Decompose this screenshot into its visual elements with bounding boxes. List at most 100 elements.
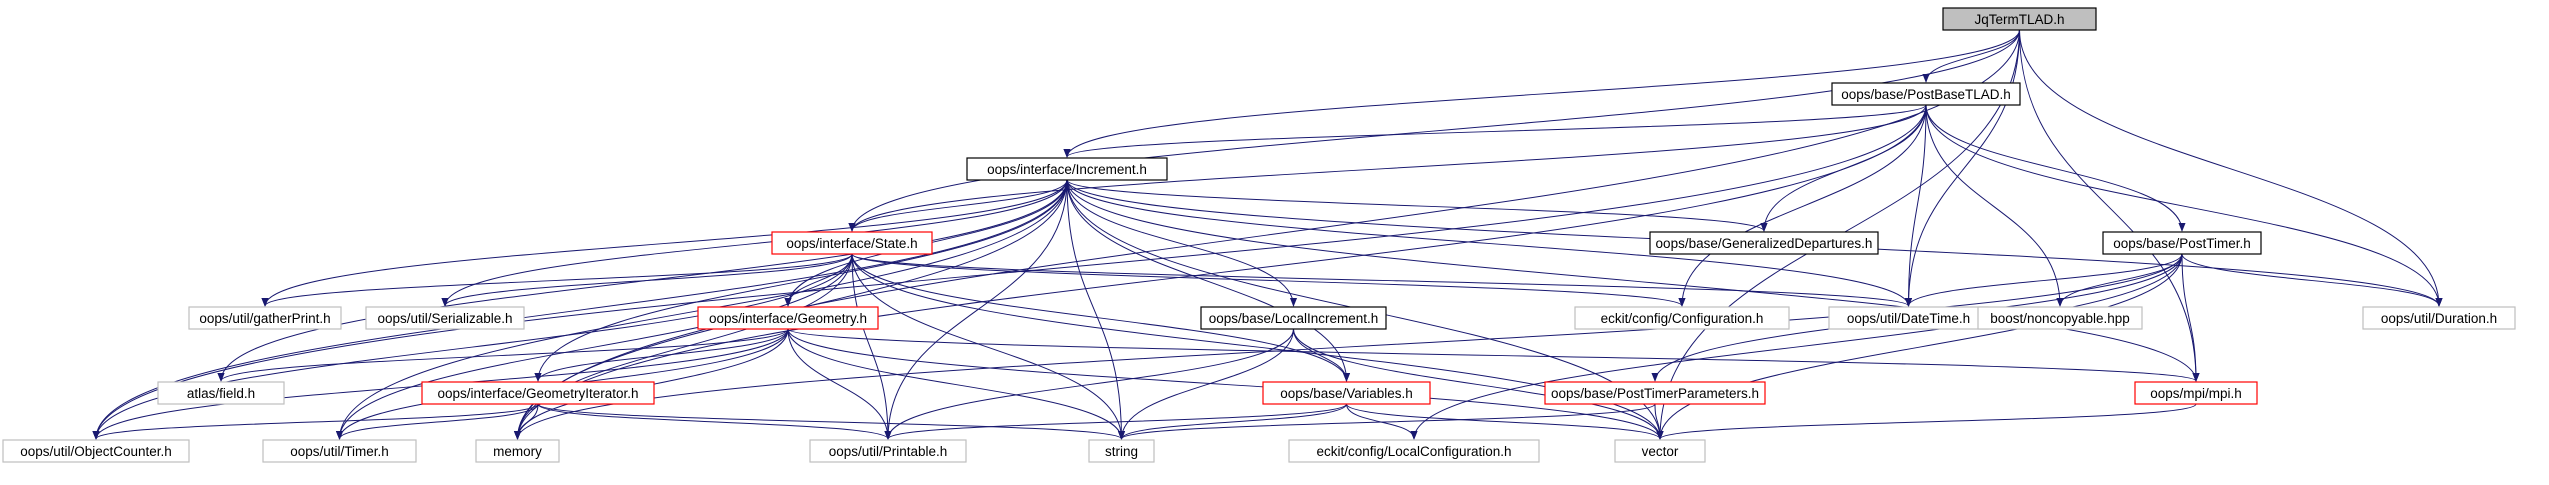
node-string[interactable]: string <box>1088 439 1155 463</box>
node-ptparams[interactable]: oops/base/PostTimerParameters.h <box>1544 381 1766 405</box>
node-geoiter[interactable]: oops/interface/GeometryIterator.h <box>421 381 655 405</box>
node-label: oops/mpi/mpi.h <box>2150 386 2242 401</box>
node-box <box>188 306 342 330</box>
edge-postbase-to-posttimer <box>1925 104 2186 232</box>
node-localinc[interactable]: oops/base/LocalIncrement.h <box>1200 306 1387 330</box>
node-root: JqTermTLAD.h <box>1942 7 2097 31</box>
node-box <box>475 439 560 463</box>
node-printable[interactable]: oops/util/Printable.h <box>809 439 967 463</box>
edge-ptparams-to-string <box>1118 403 1656 440</box>
edge-posttimer-to-mpi <box>2181 253 2200 382</box>
node-label: oops/base/LocalIncrement.h <box>1209 311 1379 326</box>
node-postbase[interactable]: oops/base/PostBaseTLAD.h <box>1831 82 2021 106</box>
edge-root-to-postbase <box>1922 29 2020 83</box>
edge-increment-to-printable <box>884 179 1068 440</box>
node-label: string <box>1105 444 1138 459</box>
node-increment[interactable]: oops/interface/Increment.h <box>966 157 1168 181</box>
edge-increment-to-mpi <box>1066 179 2200 382</box>
node-box <box>771 231 933 255</box>
node-box <box>157 381 285 405</box>
node-label: oops/interface/Increment.h <box>987 162 1147 177</box>
edge-postbase-to-configuration <box>1678 104 1927 307</box>
edge-postbase-to-duration <box>1925 104 2443 307</box>
node-box <box>1977 306 2143 330</box>
edge-posttimer-to-datetime <box>1904 253 2183 307</box>
node-box <box>966 157 1168 181</box>
node-box <box>1614 439 1706 463</box>
edge-geometry-to-string <box>787 328 1126 440</box>
node-timer[interactable]: oops/util/Timer.h <box>262 439 417 463</box>
node-box <box>2102 231 2262 255</box>
node-label: oops/util/Printable.h <box>829 444 948 459</box>
edge-geoiter-to-printable <box>537 403 892 440</box>
node-vector[interactable]: vector <box>1614 439 1706 463</box>
node-mpi[interactable]: oops/mpi/mpi.h <box>2134 381 2258 405</box>
node-datetime[interactable]: oops/util/DateTime.h <box>1828 306 1989 330</box>
node-label: oops/base/Variables.h <box>1280 386 1413 401</box>
edge-posttimer-to-vector <box>1656 253 2183 440</box>
edge-state-to-serializable <box>441 253 853 307</box>
node-box <box>2362 306 2516 330</box>
node-box <box>809 439 967 463</box>
edge-localinc-to-vector <box>1293 328 1664 440</box>
node-configuration[interactable]: eckit/config/Configuration.h <box>1574 306 1790 330</box>
edge-root-to-datetime <box>1904 29 2020 307</box>
edge-increment-to-geoiter <box>534 179 1068 382</box>
edge-geoiter-to-string <box>537 403 1125 440</box>
edge-increment-to-gendep <box>1066 179 1768 232</box>
edge-state-to-vector <box>851 253 1664 440</box>
node-box <box>421 381 655 405</box>
node-box <box>262 439 417 463</box>
node-label: atlas/field.h <box>187 386 255 401</box>
edge-root-to-duration <box>2019 29 2443 307</box>
edge-variables-to-string <box>1117 403 1347 440</box>
edge-state-to-memory <box>513 253 853 440</box>
node-label: oops/base/PostBaseTLAD.h <box>1841 87 2011 102</box>
node-label: eckit/config/LocalConfiguration.h <box>1316 444 1511 459</box>
node-atlasfield[interactable]: atlas/field.h <box>157 381 285 405</box>
node-label: oops/interface/GeometryIterator.h <box>437 386 638 401</box>
edge-localinc-to-string <box>1117 328 1294 440</box>
edge-state-to-variables <box>851 253 1351 382</box>
edge-root-to-mpi <box>2019 29 2200 382</box>
edge-increment-to-datetime <box>1066 179 1912 307</box>
node-gatherprint[interactable]: oops/util/gatherPrint.h <box>188 306 342 330</box>
node-label: oops/interface/State.h <box>786 236 917 251</box>
node-label: memory <box>493 444 542 459</box>
edge-geoiter-to-timer <box>335 403 539 440</box>
edge-variables-to-printable <box>884 403 1347 440</box>
node-serializable[interactable]: oops/util/Serializable.h <box>365 306 525 330</box>
node-label: oops/util/Duration.h <box>2381 311 2497 326</box>
edge-geometry-to-printable <box>787 328 892 440</box>
node-posttimer[interactable]: oops/base/PostTimer.h <box>2102 231 2262 255</box>
node-variables[interactable]: oops/base/Variables.h <box>1262 381 1431 405</box>
node-objcounter[interactable]: oops/util/ObjectCounter.h <box>2 439 190 463</box>
node-label: oops/util/Timer.h <box>290 444 389 459</box>
edge-geoiter-to-objcounter <box>92 403 539 440</box>
edge-postbase-to-increment <box>1063 104 1927 158</box>
node-box <box>365 306 525 330</box>
edge-localinc-to-variables <box>1293 328 1351 382</box>
node-box <box>1544 381 1766 405</box>
edge-posttimer-to-localconfig <box>1410 253 2183 440</box>
edge-state-to-objcounter <box>92 253 853 440</box>
node-gendep[interactable]: oops/base/GeneralizedDepartures.h <box>1649 231 1879 255</box>
node-label: oops/util/ObjectCounter.h <box>20 444 172 459</box>
node-label: oops/interface/Geometry.h <box>709 311 867 326</box>
edge-state-to-configuration <box>851 253 1686 307</box>
edge-increment-to-serializable <box>441 179 1068 307</box>
edge-state-to-printable <box>851 253 892 440</box>
edge-postbase-to-state <box>848 104 1927 232</box>
edge-state-to-timer <box>335 253 853 440</box>
node-label: vector <box>1642 444 1679 459</box>
node-geometry[interactable]: oops/interface/Geometry.h <box>697 306 879 330</box>
edge-increment-to-gatherprint <box>261 179 1068 307</box>
node-state[interactable]: oops/interface/State.h <box>771 231 933 255</box>
edge-postbase-to-datetime <box>1904 104 1927 307</box>
node-memory[interactable]: memory <box>475 439 560 463</box>
node-noncopyable[interactable]: boost/noncopyable.hpp <box>1977 306 2143 330</box>
node-localconfig[interactable]: eckit/config/LocalConfiguration.h <box>1288 439 1540 463</box>
edge-state-to-gatherprint <box>261 253 853 307</box>
node-duration[interactable]: oops/util/Duration.h <box>2362 306 2516 330</box>
